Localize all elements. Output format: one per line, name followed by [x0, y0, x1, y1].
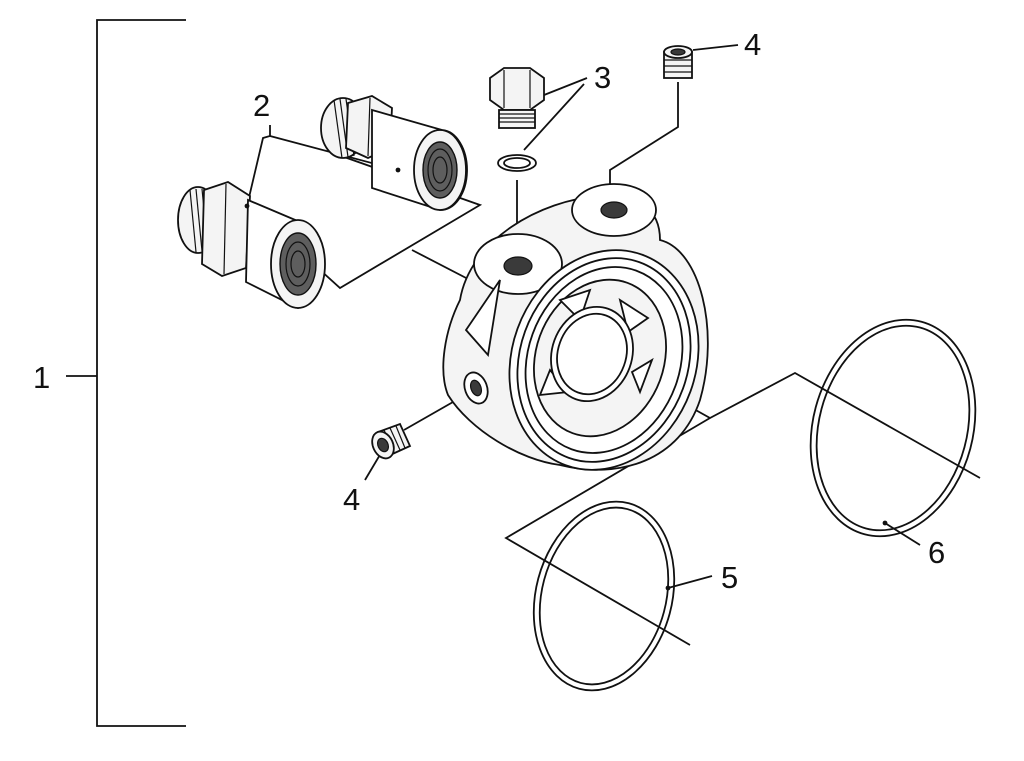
callout-5: 5 [721, 560, 738, 595]
set-screw-side [371, 422, 412, 460]
fitting-upper [320, 95, 468, 211]
drain-plug [489, 67, 545, 172]
sandwich-plate-body [442, 183, 709, 471]
callout-2: 2 [253, 88, 270, 123]
seal-ring-small [532, 500, 676, 692]
callout-4-top: 4 [744, 27, 761, 62]
callout-1: 1 [33, 360, 50, 395]
fitting-lower [177, 181, 326, 309]
seal-ring-large [809, 318, 977, 538]
set-screw-top [663, 45, 693, 79]
callout-4-side: 4 [343, 482, 360, 517]
assembly-bracket [66, 19, 186, 727]
callout-3: 3 [594, 60, 611, 95]
callout-6: 6 [928, 535, 945, 570]
